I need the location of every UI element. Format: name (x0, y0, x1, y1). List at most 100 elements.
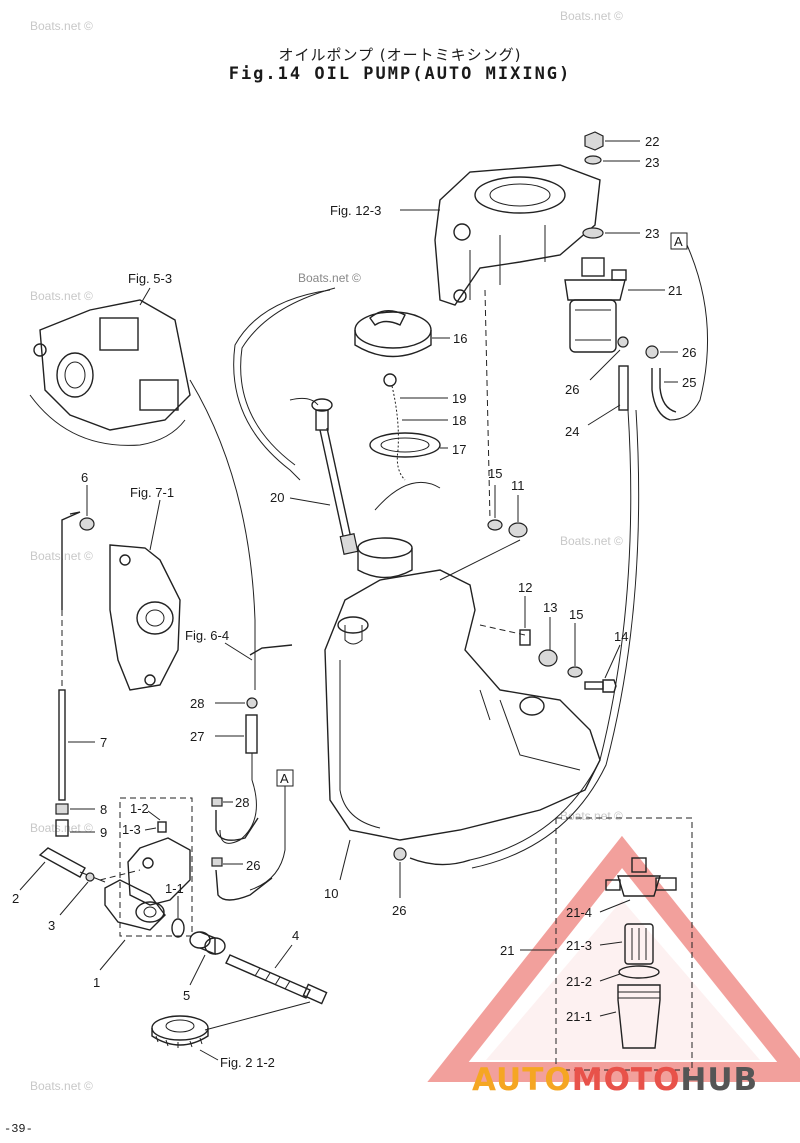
logo-text-auto: AUTO (472, 1062, 572, 1098)
oil-pump-1 (104, 837, 191, 931)
collar-12 (519, 629, 531, 646)
callout-2: 2 (12, 891, 19, 906)
dashed-guide (479, 624, 526, 636)
leader-line (604, 644, 621, 679)
tank-cap-16 (354, 310, 432, 358)
o-ring-21-2 (618, 965, 660, 979)
logo-triangle-icon (427, 835, 800, 1082)
swivel-bracket (434, 164, 601, 306)
clamp-26 (211, 857, 223, 867)
rod-7 (58, 689, 66, 801)
callout-28: 28 (190, 696, 204, 711)
leader-line (439, 539, 521, 581)
box-label-a: A (674, 234, 683, 249)
leader-line (189, 954, 206, 986)
ref-fig6-4: Fig. 6-4 (185, 628, 229, 643)
carburetor (29, 299, 191, 446)
nut-11 (508, 522, 528, 538)
callout-21: 21 (500, 943, 514, 958)
logo-text-hub: HUB (680, 1062, 759, 1098)
drive-shaft-4 (225, 954, 328, 1005)
sensor-wire (374, 481, 441, 511)
watermark: Boats.net © (30, 821, 93, 835)
callout-26: 26 (392, 903, 406, 918)
callout-21: 21 (668, 283, 682, 298)
ref-fig21-2: Fig. 2 1-2 (220, 1055, 275, 1070)
dashed-guide (484, 289, 491, 521)
callout-15: 15 (488, 466, 502, 481)
sensor-wire (240, 287, 336, 466)
gasket-17 (369, 432, 441, 458)
callout-9: 9 (100, 825, 107, 840)
leader-line (339, 839, 351, 881)
leader-line (599, 941, 623, 946)
ref-fig5-3: Fig. 5-3 (128, 271, 172, 286)
oil-tank-10 (324, 537, 601, 841)
callout-10: 10 (324, 886, 338, 901)
automotohub-logo: AUTOMOTOHUB (472, 1062, 758, 1098)
callout-23: 23 (645, 155, 659, 170)
watermark: Boats.net © (560, 809, 623, 823)
leader-line (149, 499, 161, 551)
bolt-14 (584, 679, 617, 693)
leader-line (599, 899, 631, 913)
logo-text-moto: MOTO (571, 1062, 681, 1098)
callout-14: 14 (614, 629, 628, 644)
callout-1-3: 1-3 (122, 822, 141, 837)
link-rod (61, 511, 81, 610)
callout-5: 5 (183, 988, 190, 1003)
adjust-screw-2 (38, 847, 106, 883)
callout-4: 4 (292, 928, 299, 943)
leader-line (589, 349, 621, 381)
callout-25: 25 (682, 375, 696, 390)
callout-26: 26 (246, 858, 260, 873)
page-number: -39- (4, 1122, 33, 1136)
leader-line (204, 1001, 311, 1031)
filter-assembly-box (555, 817, 693, 1071)
leader-line (599, 1011, 617, 1017)
callout-3: 3 (48, 918, 55, 933)
callout-6: 6 (81, 470, 88, 485)
watermark: Boats.net © (560, 534, 623, 548)
hose (215, 810, 259, 841)
filter-cup-21-1 (617, 984, 661, 1049)
spring-3 (85, 872, 95, 882)
ring-19 (383, 373, 397, 387)
watermarks: Boats.net © Boats.net © Boats.net © Boat… (30, 9, 623, 1093)
connection-box-a (670, 232, 688, 250)
washer-15 (487, 519, 503, 531)
callout-21-4: 21-4 (566, 905, 592, 920)
washer-23 (582, 227, 604, 239)
hose-25 (651, 368, 671, 421)
watermark: Boats.net © (30, 1079, 93, 1093)
washer-15 (567, 666, 583, 678)
hose-joint (249, 644, 293, 656)
ref-fig7-1: Fig. 7-1 (130, 485, 174, 500)
leader-line (99, 939, 126, 971)
callout-16: 16 (453, 331, 467, 346)
watermark: Boats.net © (560, 9, 623, 23)
leader-line (599, 973, 621, 982)
screw-1-3 (157, 821, 167, 833)
callout-8: 8 (100, 802, 107, 817)
watermark: Boats.net © (30, 289, 93, 303)
leader-line (587, 404, 621, 426)
grommet-13 (538, 649, 558, 667)
callout-7: 7 (100, 735, 107, 750)
hose (409, 857, 471, 866)
callout-1-2: 1-2 (130, 801, 149, 816)
sensor-wire (289, 397, 319, 406)
hose-line (219, 753, 257, 844)
clamp-26 (393, 847, 407, 861)
clamp-26 (645, 345, 659, 359)
callout-19: 19 (452, 391, 466, 406)
callout-21-1: 21-1 (566, 1009, 592, 1024)
clamp-28 (211, 797, 223, 807)
callout-22: 22 (645, 134, 659, 149)
dashed-guide (99, 869, 141, 881)
clamp-26 (617, 336, 629, 348)
callout-21-3: 21-3 (566, 938, 592, 953)
callout-28: 28 (235, 795, 249, 810)
hose-line (471, 409, 640, 869)
ref-fig12-3: Fig. 12-3 (330, 203, 381, 218)
